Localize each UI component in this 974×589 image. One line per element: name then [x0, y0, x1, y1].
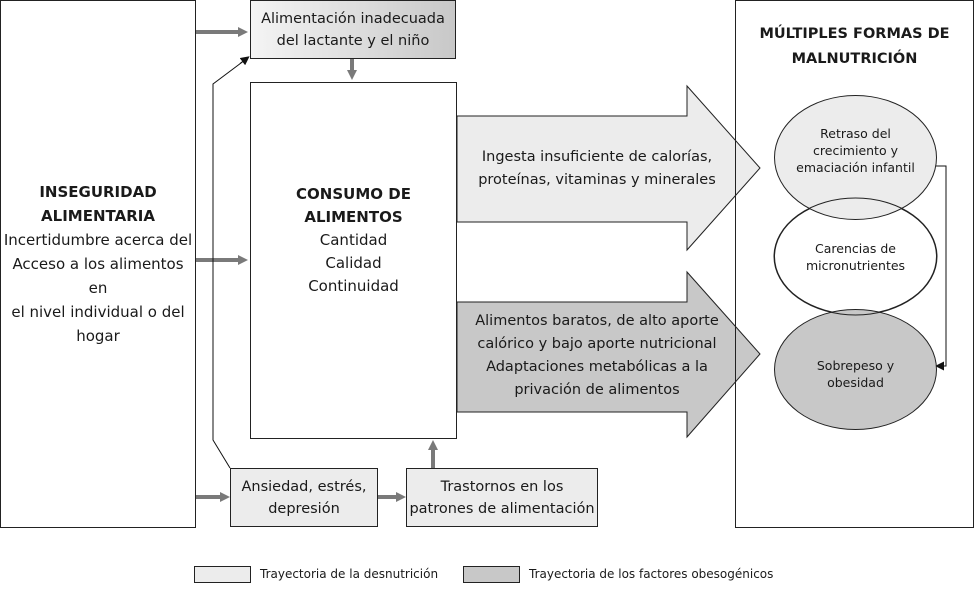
obesogenic-line-2: calórico y bajo aporte nutricional — [477, 336, 717, 352]
anxiety-line-1: Ansiedad, estrés, — [241, 478, 367, 495]
food-insecurity-text-2: Acceso a los alimentos en — [12, 255, 184, 297]
malnutrition-title-2: MALNUTRICIÓN — [791, 51, 918, 67]
inadequate-feeding-line-2: del lactante y el niño — [276, 32, 430, 49]
eating-disorders-box: Trastornos en los patrones de alimentaci… — [406, 468, 598, 527]
obesogenic-line-3: Adaptaciones metabólicas a la — [486, 359, 708, 375]
malnutrition-title-1: MÚLTIPLES FORMAS DE — [759, 26, 950, 42]
upper-block-arrow — [456, 84, 761, 252]
stunting-line-2: crecimiento y — [813, 143, 898, 158]
insufficient-intake-text: Ingesta insuficiente de calorías, proteí… — [462, 142, 732, 196]
consumption-item-quantity: Cantidad — [319, 231, 388, 249]
insufficient-intake-line-1: Ingesta insuficiente de calorías, — [481, 149, 713, 165]
consumption-item-continuity: Continuidad — [308, 277, 399, 295]
micronutrients-line-1: Carencias de — [815, 240, 896, 256]
stunting-line-3: emaciación infantil — [796, 160, 915, 175]
eating-disorders-line-2: patrones de alimentación — [409, 500, 595, 517]
food-insecurity-title-2: ALIMENTARIA — [41, 207, 155, 225]
consumption-item-quality: Calidad — [325, 254, 382, 272]
anxiety-line-2: depresión — [268, 500, 340, 517]
food-insecurity-text-1: Incertidumbre acerca del — [3, 231, 193, 249]
inadequate-feeding-box: Alimentación inadecuada del lactante y e… — [250, 0, 456, 59]
food-consumption-title-2: ALIMENTOS — [304, 208, 403, 226]
feedback-line-anxiety-to-top — [212, 59, 246, 469]
obesity-line-1: Sobrepeso y — [816, 357, 895, 373]
inadequate-feeding-line-1: Alimentación inadecuada — [261, 10, 445, 27]
malnutrition-title: MÚLTIPLES FORMAS DE MALNUTRICIÓN — [735, 22, 974, 72]
stunting-line-1: Retraso del — [820, 126, 891, 141]
legend-swatch-undernutrition — [194, 566, 251, 583]
insufficient-intake-line-2: proteínas, vitaminas y minerales — [478, 172, 716, 188]
obesogenic-line-1: Alimentos baratos, de alto aporte — [475, 313, 719, 329]
ellipse-overweight-obesity: Sobrepeso y obesidad — [774, 309, 937, 430]
food-consumption-box: CONSUMO DE ALIMENTOS Cantidad Calidad Co… — [250, 82, 457, 439]
ellipse-stunting-wasting: Retraso del crecimiento y emaciación inf… — [774, 95, 937, 220]
obesogenic-factors-text: Alimentos baratos, de alto aporte calóri… — [462, 308, 732, 404]
obesity-line-2: obesidad — [827, 374, 884, 390]
food-consumption-title-1: CONSUMO DE — [296, 185, 411, 203]
legend-label-obesogenic: Trayectoria de los factores obesogénicos — [529, 567, 774, 581]
legend-swatch-obesogenic — [463, 566, 520, 583]
food-insecurity-text-4: hogar — [76, 327, 120, 345]
food-insecurity-title-1: INSEGURIDAD — [39, 183, 157, 201]
legend-label-undernutrition: Trayectoria de la desnutrición — [260, 567, 439, 581]
eating-disorders-line-1: Trastornos en los — [440, 478, 564, 495]
food-insecurity-box: INSEGURIDAD ALIMENTARIA Incertidumbre ac… — [0, 0, 196, 528]
obesogenic-line-4: privación de alimentos — [514, 382, 680, 398]
anxiety-stress-box: Ansiedad, estrés, depresión — [230, 468, 378, 527]
micronutrients-line-2: micronutrientes — [805, 257, 906, 273]
lower-block-arrow — [456, 270, 761, 439]
food-insecurity-text-3: el nivel individual o del — [11, 303, 185, 321]
connector-stunting-to-obesity — [935, 165, 947, 371]
